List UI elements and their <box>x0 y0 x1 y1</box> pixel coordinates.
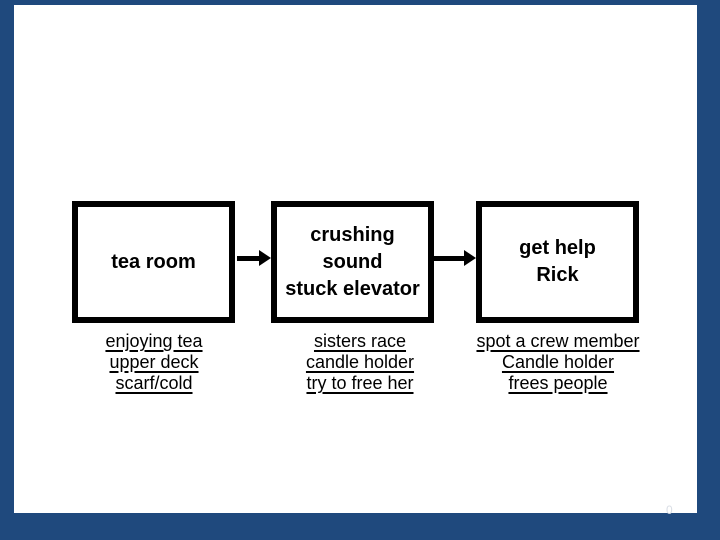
box-label-line: get help <box>519 237 596 259</box>
note-line: enjoying tea <box>105 331 203 351</box>
arrow-shaft <box>434 255 464 261</box>
arrow-head-icon <box>464 250 476 266</box>
box-label-line: stuck elevator <box>285 277 420 300</box>
box-label-line: Rick <box>536 264 579 286</box>
arrow-shaft <box>237 255 259 261</box>
flow-box-tea-room: tea room <box>72 201 235 323</box>
flow-box-get-help: get help Rick <box>476 201 639 323</box>
notes-crushing-sound: sisters race candle holder try to free h… <box>255 331 465 394</box>
notes-get-help: spot a crew member Candle holder frees p… <box>453 331 663 394</box>
flow-arrow-2 <box>434 250 476 266</box>
note-line: upper deck <box>109 352 199 372</box>
flow-arrow-1 <box>237 250 271 266</box>
note-line: Candle holder <box>501 352 615 372</box>
note-line: try to free her <box>306 373 414 393</box>
flow-box-label: get help Rick <box>519 235 596 289</box>
notes-tea-room: enjoying tea upper deck scarf/cold <box>49 331 259 394</box>
slide-canvas: tea room crushing sound stuck elevator g… <box>14 5 697 513</box>
box-label-line: crushing <box>310 223 395 246</box>
flow-box-label: tea room <box>111 249 195 276</box>
flow-box-label: crushing sound stuck elevator <box>285 222 420 303</box>
box-label-line: tea room <box>111 250 196 273</box>
note-line: sisters race <box>313 331 407 351</box>
note-line: frees people <box>508 373 608 393</box>
flow-box-crushing-sound: crushing sound stuck elevator <box>271 201 434 323</box>
note-line: candle holder <box>305 352 415 372</box>
arrow-head-icon <box>259 250 271 266</box>
box-label-line: sound <box>322 250 383 273</box>
note-line: spot a crew member <box>476 331 640 351</box>
slide-number: 0 <box>666 503 673 517</box>
note-line: scarf/cold <box>115 373 193 393</box>
